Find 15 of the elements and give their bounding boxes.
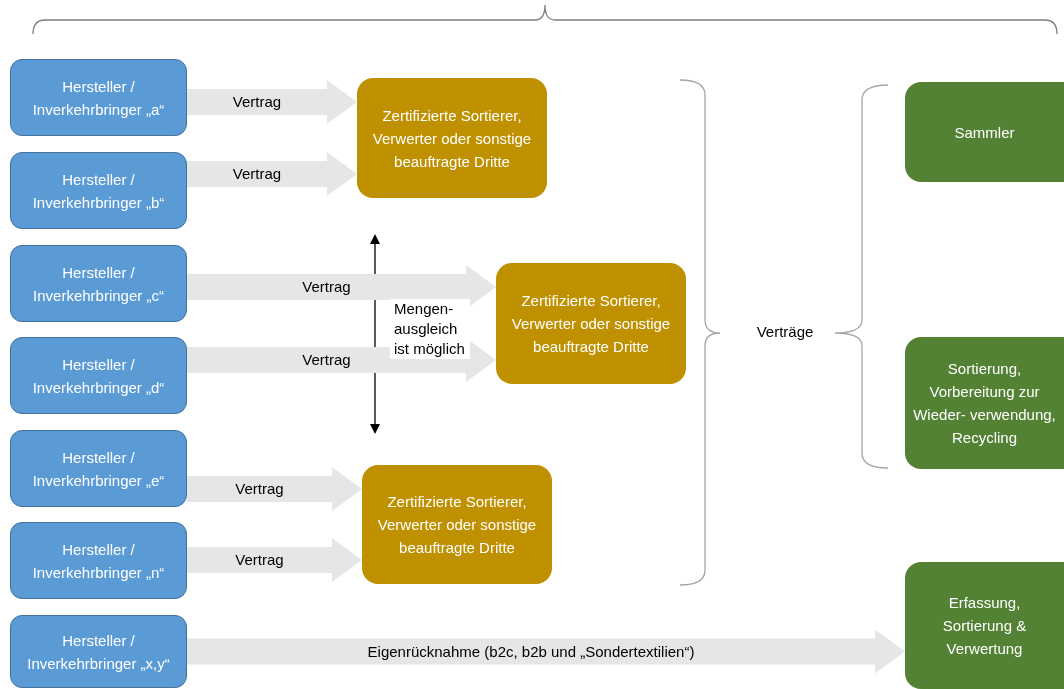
producer-box: Hersteller / Inverkehrbringer „b“ (10, 152, 187, 229)
annotation-text: Mengen- ausgleich ist möglich (390, 299, 470, 359)
producer-box: Hersteller / Inverkehrbringer „a“ (10, 59, 187, 136)
producer-box: Hersteller / Inverkehrbringer „c“ (10, 245, 187, 322)
service-provider-box: Zertifizierte Sortierer, Verwerter oder sonstige beauftragte Dritte (496, 263, 686, 384)
annotation-text: Verträge (755, 322, 815, 342)
process-box: Erfassung, Sortierung & Verwertung (905, 562, 1064, 689)
producer-box: Hersteller / Inverkehrbringer „x,y“ (10, 615, 187, 688)
producer-box: Hersteller / Inverkehrbringer „d“ (10, 337, 187, 414)
producer-box: Hersteller / Inverkehrbringer „n“ (10, 522, 187, 599)
process-box: Sammler (905, 82, 1064, 182)
service-provider-box: Zertifizierte Sortierer, Verwerter oder sonstige beauftragte Dritte (357, 78, 547, 198)
process-box: Sortierung, Vorbereitung zur Wieder- verwendung, Recycling (905, 337, 1064, 469)
service-provider-box: Zertifizierte Sortierer, Verwerter oder sonstige beauftragte Dritte (362, 465, 552, 584)
producer-box: Hersteller / Inverkehrbringer „e“ (10, 430, 187, 507)
